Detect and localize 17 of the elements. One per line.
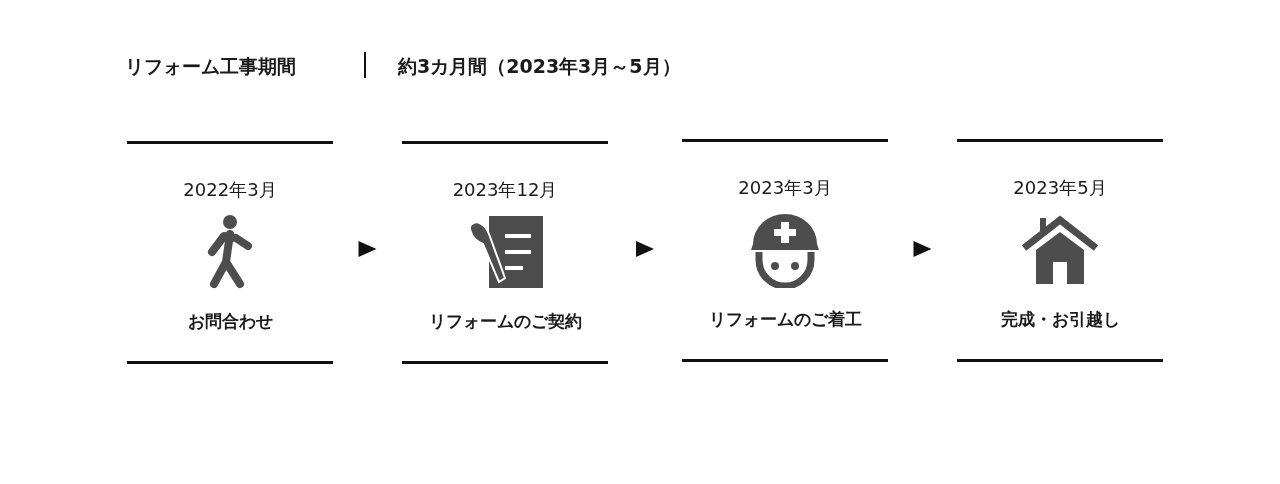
step-label: お問合わせ — [187, 311, 273, 331]
step-panel — [127, 141, 333, 364]
arrow — [358, 241, 377, 257]
date-text: 2022年3月 — [183, 179, 277, 200]
date-text: 2023年3月 — [738, 177, 832, 198]
step-panel — [682, 139, 888, 362]
arrow — [636, 241, 654, 257]
date-text: 2023年5月 — [1013, 177, 1107, 198]
step-label: 完成・お引越し — [1000, 309, 1120, 329]
step-label: リフォームのご契約 — [428, 311, 582, 331]
step-label: リフォームのご着工 — [708, 309, 862, 329]
arrow — [913, 241, 932, 257]
period-text: 約3カ月間（2023年3月～5月） — [398, 54, 681, 79]
date-text: 2023年12月 — [452, 179, 558, 200]
heading: リフォーム工事期間 — [125, 54, 296, 79]
step-panel — [957, 139, 1163, 362]
step-panel — [402, 141, 608, 364]
